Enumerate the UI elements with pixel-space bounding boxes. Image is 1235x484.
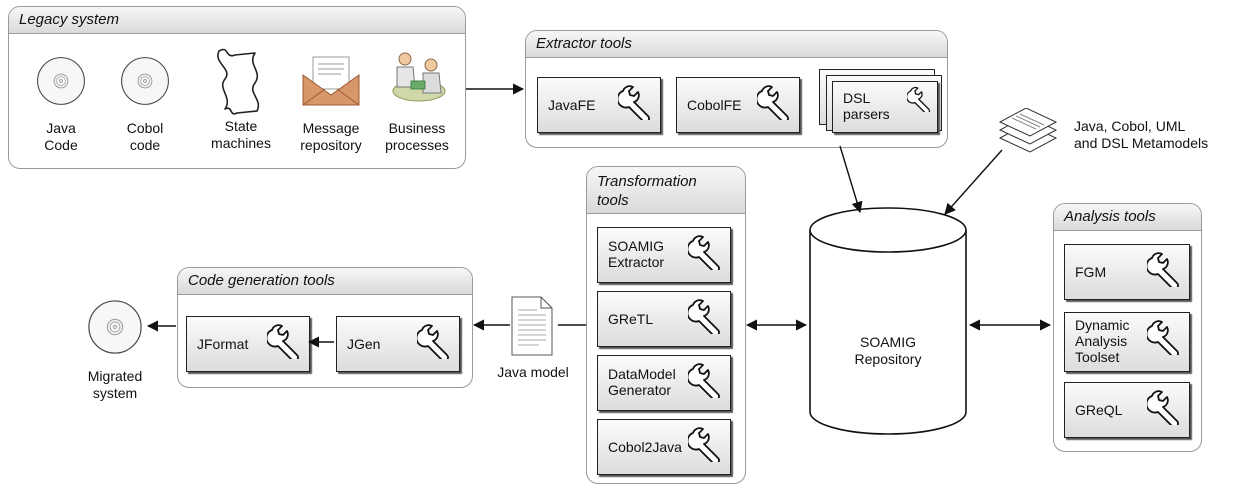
- arrow-metamodels-to-repository: [944, 149, 1003, 215]
- gretl-tool: GReTL: [597, 291, 731, 347]
- jgen-tool: JGen: [336, 316, 460, 372]
- migrated-system-label: Migrated system: [87, 368, 143, 401]
- transformation-tools-title: Transformation tools: [597, 173, 697, 209]
- people-icon: [392, 52, 446, 102]
- code-generation-tools-group: Code generation tools JFormat JGen: [177, 267, 473, 388]
- java-code-label: Java Code: [44, 120, 78, 153]
- cobolfe-tool: CobolFE: [676, 77, 800, 133]
- legacy-system-header: Legacy system: [9, 7, 465, 34]
- soamig-extractor-label: SOAMIG Extractor: [608, 238, 665, 270]
- cobol-code-label: Cobol code: [126, 120, 164, 153]
- javafe-label: JavaFE: [548, 97, 596, 113]
- dsl-parsers-tool: DSL parsers: [832, 81, 938, 133]
- message-repository-label: Message repository: [300, 120, 362, 153]
- legacy-system-group: Legacy system Java Code Cobol code State…: [8, 6, 466, 169]
- code-generation-tools-header: Code generation tools: [178, 268, 472, 295]
- dynamic-analysis-toolset-tool: Dynamic Analysis Toolset: [1064, 312, 1190, 372]
- dsl-parsers-label: DSL parsers: [843, 90, 890, 122]
- repository-label: SOAMIG Repository: [854, 334, 922, 367]
- scroll-icon: [217, 48, 260, 115]
- dynamic-analysis-toolset-label: Dynamic Analysis Toolset: [1075, 317, 1130, 365]
- datamodel-generator-tool: DataModel Generator: [597, 355, 731, 411]
- java-model-label: Java model: [497, 364, 569, 380]
- legacy-system-title: Legacy system: [19, 11, 120, 28]
- extractor-tools-title: Extractor tools: [536, 35, 632, 52]
- extractor-tools-header: Extractor tools: [526, 31, 947, 58]
- datamodel-generator-label: DataModel Generator: [608, 366, 676, 398]
- jgen-label: JGen: [347, 336, 381, 352]
- greql-tool: GReQL: [1064, 382, 1190, 438]
- extractor-tools-group: Extractor tools JavaFE CobolFE DSL parse…: [525, 30, 948, 148]
- transformation-tools-group: Transformation tools SOAMIG Extractor GR…: [586, 166, 746, 484]
- analysis-tools-group: Analysis tools FGM Dynamic Analysis Tool…: [1053, 203, 1202, 452]
- transformation-tools-header: Transformation tools: [587, 167, 745, 214]
- jformat-label: JFormat: [197, 336, 249, 352]
- document-stack-icon: [998, 108, 1058, 153]
- java-model-document-icon: [511, 296, 553, 356]
- metamodels-label: Java, Cobol, UML and DSL Metamodels: [1074, 118, 1209, 151]
- javafe-tool: JavaFE: [537, 77, 661, 133]
- code-generation-tools-title: Code generation tools: [188, 272, 335, 289]
- arrow-extractor-to-repository: [839, 145, 863, 214]
- analysis-tools-title: Analysis tools: [1064, 208, 1156, 225]
- analysis-tools-header: Analysis tools: [1054, 204, 1201, 231]
- cobol2java-tool: Cobol2Java: [597, 419, 731, 475]
- gretl-label: GReTL: [608, 311, 654, 327]
- greql-label: GReQL: [1075, 402, 1123, 418]
- cobolfe-label: CobolFE: [687, 97, 742, 113]
- fgm-tool: FGM: [1064, 244, 1190, 300]
- repository-cylinder: [809, 207, 967, 435]
- fgm-label: FGM: [1075, 264, 1107, 280]
- state-machines-label: State machines: [211, 118, 271, 151]
- cobol2java-label: Cobol2Java: [608, 439, 682, 455]
- business-processes-label: Business processes: [385, 120, 449, 153]
- envelope-icon: [302, 56, 360, 106]
- soamig-extractor-tool: SOAMIG Extractor: [597, 227, 731, 283]
- jformat-tool: JFormat: [186, 316, 310, 372]
